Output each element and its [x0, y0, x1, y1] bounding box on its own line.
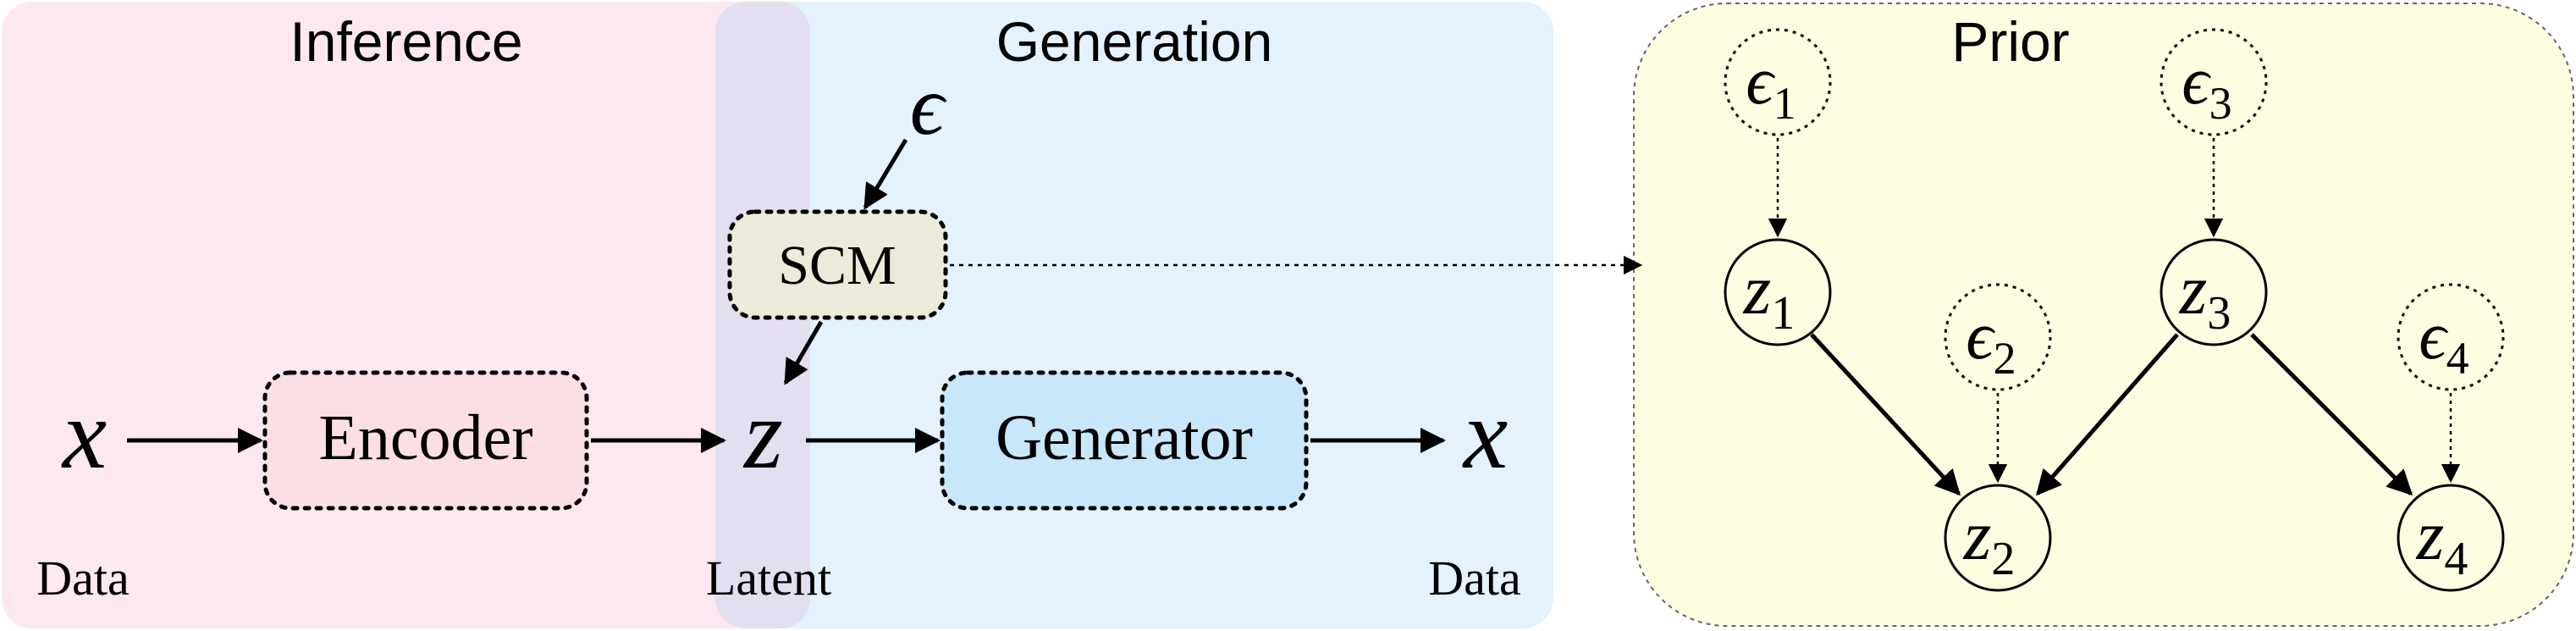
inference-title: Inference — [290, 10, 522, 73]
latent-node-1: z1 — [1724, 238, 1832, 346]
latent-node-2-base: z — [1963, 496, 1992, 575]
generation-title: Generation — [996, 10, 1273, 73]
prior-panel — [1633, 3, 2574, 627]
noise-node-4: ϵ4 — [2397, 283, 2505, 391]
latent-z: z — [742, 379, 783, 490]
svg-text:ϵ1: ϵ1 — [1746, 44, 1795, 129]
arrow-scm-to-z — [783, 320, 824, 385]
caption-latent: Latent — [706, 551, 831, 606]
noise-node-3: ϵ3 — [2160, 28, 2268, 136]
input-data-x: x — [61, 379, 107, 490]
prior-title: Prior — [1951, 10, 2069, 73]
latent-node-2-sub: 2 — [1991, 533, 2015, 585]
caption-data-left: Data — [36, 551, 130, 606]
generator-label: Generator — [996, 402, 1253, 473]
noise-node-4-base: ϵ — [2419, 299, 2448, 374]
noise-node-1-base: ϵ — [1746, 44, 1775, 119]
noise-node-3-base: ϵ — [2182, 44, 2211, 119]
inference-panel — [2, 2, 810, 628]
noise-node-2-sub: 2 — [1994, 333, 2016, 384]
scm-box — [727, 209, 948, 320]
caption-data-right: Data — [1428, 551, 1521, 606]
svg-text:ϵ4: ϵ4 — [2419, 299, 2468, 384]
svg-text:z1: z1 — [1743, 251, 1795, 340]
latent-node-3-base: z — [2179, 251, 2208, 329]
latent-node-4-base: z — [2416, 496, 2445, 575]
latent-node-4-sub: 4 — [2444, 533, 2468, 585]
noise-node-4-sub: 4 — [2446, 333, 2469, 384]
latent-node-3-sub: 3 — [2207, 287, 2231, 340]
svg-text:z3: z3 — [2179, 251, 2231, 340]
edge-z3-z4 — [2250, 333, 2413, 496]
noise-node-1-sub: 1 — [1773, 78, 1796, 129]
noise-node-3-sub: 3 — [2209, 78, 2232, 129]
epsilon-symbol: ϵ — [910, 58, 947, 152]
latent-node-3: z3 — [2160, 238, 2268, 346]
arrow-epsilon-to-scm — [863, 138, 908, 210]
encoder-label: Encoder — [318, 402, 532, 473]
latent-node-1-sub: 1 — [1771, 287, 1795, 340]
svg-text:ϵ3: ϵ3 — [2182, 44, 2231, 129]
edge-z1-z2 — [1810, 333, 1961, 496]
noise-node-2: ϵ2 — [1944, 283, 2052, 391]
svg-text:ϵ2: ϵ2 — [1966, 299, 2016, 384]
edge-z3-z2 — [2036, 333, 2179, 496]
latent-node-2: z2 — [1944, 484, 2052, 592]
generator-box — [940, 370, 1309, 511]
noise-node-2-base: ϵ — [1966, 299, 1995, 374]
scm-label: SCM — [778, 235, 896, 296]
latent-node-4: z4 — [2397, 484, 2505, 592]
latent-node-1-base: z — [1743, 251, 1772, 329]
encoder-box — [262, 370, 589, 511]
output-data-x: x — [1462, 379, 1508, 490]
noise-node-1: ϵ1 — [1724, 28, 1832, 136]
generation-panel — [715, 2, 1553, 628]
svg-text:z2: z2 — [1963, 496, 2016, 585]
svg-text:z4: z4 — [2416, 496, 2468, 585]
